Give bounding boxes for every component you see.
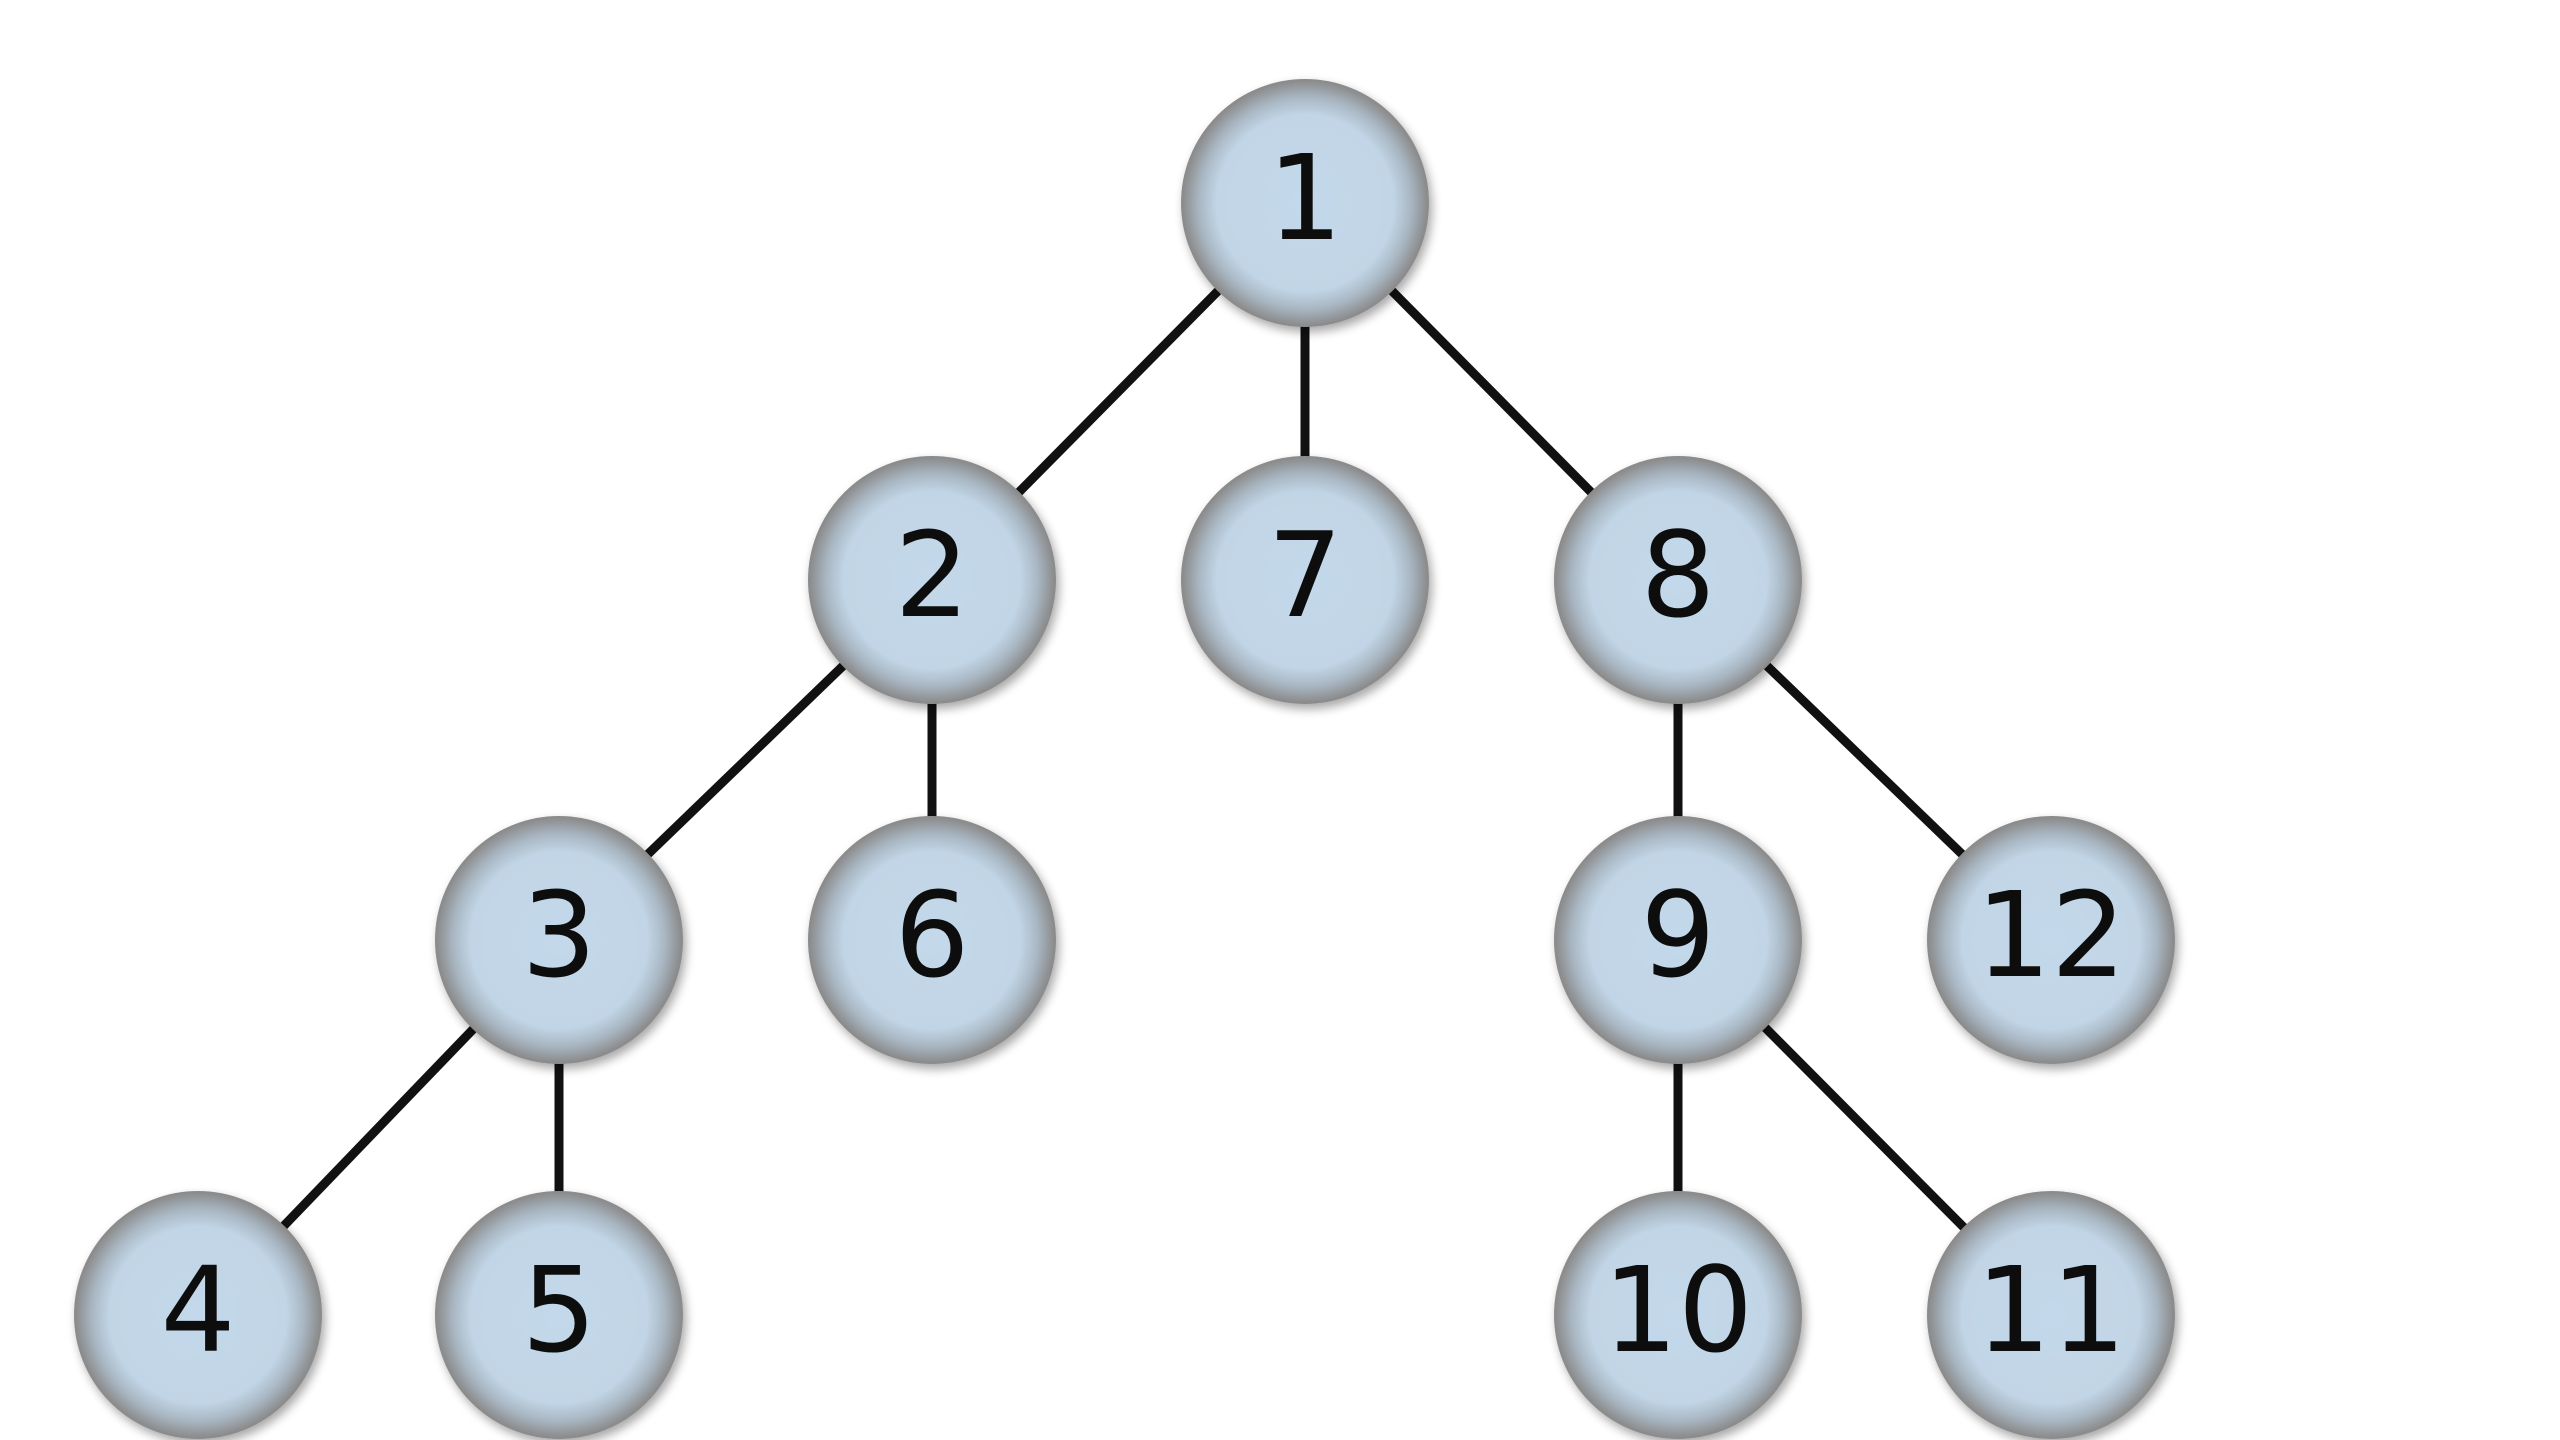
node-circle: [74, 1191, 322, 1439]
node-circle: [1554, 456, 1802, 704]
node-label: 10: [1603, 1241, 1753, 1379]
node-circle: [1181, 79, 1429, 327]
node-10: 10: [1554, 1191, 1802, 1439]
node-circle: [435, 816, 683, 1064]
node-2: 2: [808, 456, 1056, 704]
edges-layer: [194, 199, 2055, 1319]
node-label: 1: [1267, 129, 1342, 267]
node-11: 11: [1927, 1191, 2175, 1439]
node-circle: [1554, 816, 1802, 1064]
node-circle: [1181, 456, 1429, 704]
node-label: 3: [521, 866, 596, 1004]
node-label: 9: [1640, 866, 1715, 1004]
node-label: 5: [521, 1241, 596, 1379]
node-label: 8: [1640, 506, 1715, 644]
node-circle: [1554, 1191, 1802, 1439]
node-circle: [808, 456, 1056, 704]
node-circle: [1927, 816, 2175, 1064]
node-label: 7: [1267, 506, 1342, 644]
node-1: 1: [1181, 79, 1429, 327]
node-6: 6: [808, 816, 1056, 1064]
node-label: 11: [1976, 1241, 2126, 1379]
node-label: 2: [894, 506, 969, 644]
node-3: 3: [435, 816, 683, 1064]
node-circle: [808, 816, 1056, 1064]
node-label: 6: [894, 866, 969, 1004]
node-circle: [435, 1191, 683, 1439]
node-5: 5: [435, 1191, 683, 1439]
node-label: 4: [160, 1241, 235, 1379]
node-12: 12: [1927, 816, 2175, 1064]
node-8: 8: [1554, 456, 1802, 704]
node-4: 4: [74, 1191, 322, 1439]
node-circle: [1927, 1191, 2175, 1439]
node-9: 9: [1554, 816, 1802, 1064]
node-label: 12: [1976, 866, 2126, 1004]
node-7: 7: [1181, 456, 1429, 704]
